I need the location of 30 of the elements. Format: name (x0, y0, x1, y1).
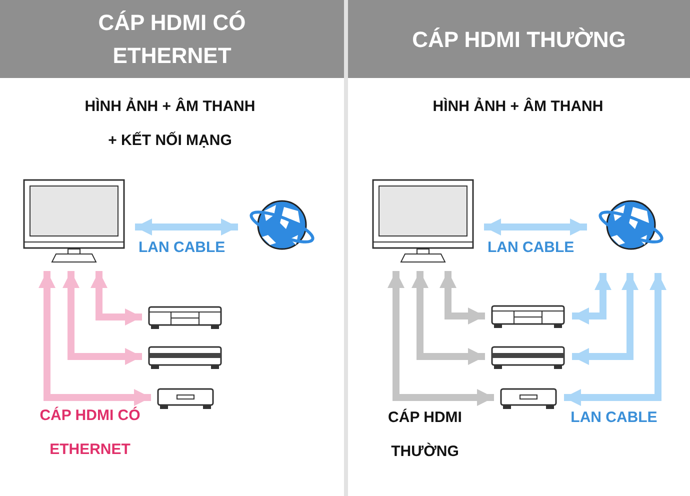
double-arrow (572, 273, 638, 365)
double-arrow (564, 273, 666, 406)
caption-text: HÌNH ẢNH + ÂM THANH + KẾT NỐI MẠNG (84, 96, 256, 151)
double-arrow (388, 271, 494, 406)
globe-icon (250, 200, 314, 250)
double-arrow (62, 271, 142, 365)
double-arrow (412, 271, 485, 365)
double-arrow (90, 271, 142, 326)
double-arrow (38, 271, 151, 406)
double-arrow (572, 273, 612, 324)
media-player-icon (148, 306, 222, 329)
header-band (0, 0, 344, 78)
cable-label: LAN CABLE (570, 408, 658, 428)
header-band (348, 0, 690, 78)
double-arrow (484, 218, 587, 236)
set-top-box-icon (157, 388, 214, 409)
panel-title: CÁP HDMI THƯỜNG (412, 26, 626, 54)
caption-text: CÁP HDMI CÓ ETHERNET (40, 406, 140, 460)
panel-title: CÁP HDMI CÓ ETHERNET (98, 9, 246, 70)
double-arrow (440, 271, 485, 324)
television-icon (372, 179, 474, 262)
caption-text: HÌNH ẢNH + ÂM THANH (432, 96, 604, 117)
set-top-box-icon (500, 388, 557, 409)
receiver-icon (491, 346, 565, 369)
globe-icon (598, 200, 664, 250)
receiver-icon (148, 346, 222, 369)
caption-text: CÁP HDMI THƯỜNG (387, 408, 463, 462)
television-icon (23, 179, 125, 262)
media-player-icon (491, 305, 565, 328)
double-arrow (135, 218, 238, 236)
